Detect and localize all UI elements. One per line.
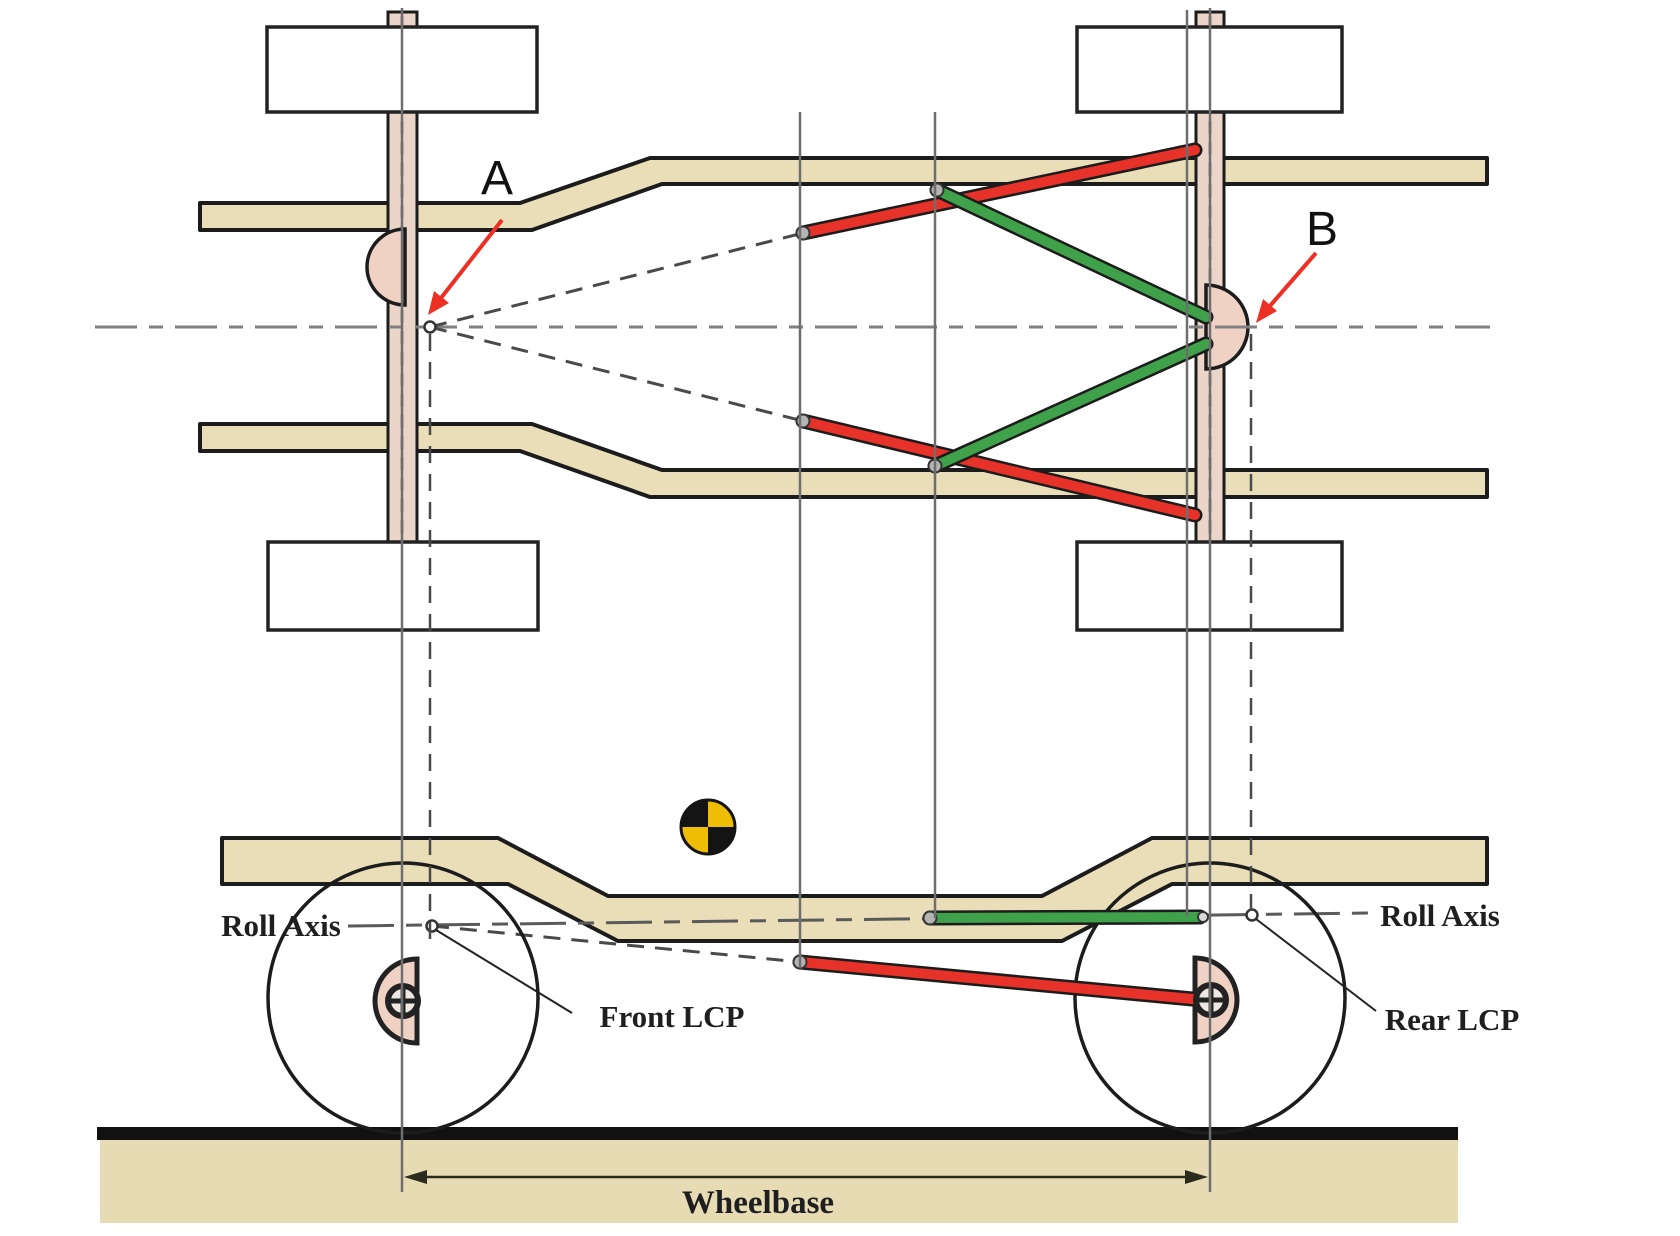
rear-link-end-marker — [1197, 911, 1209, 923]
ground-fill — [100, 1140, 1458, 1223]
red-link-upper — [798, 145, 1200, 238]
side-red-link — [795, 957, 1208, 1005]
ground — [97, 1127, 1458, 1223]
red-link-axis-upper-dashed — [429, 231, 804, 329]
point-a-marker — [423, 320, 437, 334]
front-lcp-leader — [435, 929, 573, 1014]
pivot-side-green — [922, 910, 938, 926]
front-lcp-label: Front LCP — [600, 999, 745, 1034]
roll-axis-label-right: Roll Axis — [1380, 898, 1500, 933]
pivot-red-lower — [795, 413, 811, 429]
wheelbase-label: Wheelbase — [682, 1185, 834, 1221]
roll-axis-label-left: Roll Axis — [221, 908, 341, 943]
wheelbase-arrowhead-right — [1185, 1170, 1208, 1184]
pivot-green-upper — [929, 182, 945, 198]
rear-lcp-marker — [1245, 908, 1259, 922]
side-frame-rail — [220, 836, 1489, 943]
reference-lines — [400, 8, 1253, 1192]
front-lcp-marker — [425, 919, 439, 933]
red-link-axis-side-dashed — [431, 924, 801, 964]
side-view — [220, 798, 1489, 1184]
front-diff-housing — [365, 227, 407, 307]
ground-line — [97, 1127, 1458, 1140]
callout-arrow-a — [428, 218, 504, 315]
point-a-label: A — [481, 152, 513, 205]
red-link-lower — [798, 416, 1200, 520]
point-b-label: B — [1306, 203, 1338, 256]
plan-frame-rail-lower — [198, 422, 1489, 499]
callout-arrow-b — [1256, 251, 1318, 323]
wheelbase-dimension — [404, 1170, 1208, 1184]
rear-lcp-leader — [1255, 918, 1377, 1012]
center-of-gravity-icon — [679, 798, 737, 856]
green-link-lower — [930, 339, 1211, 471]
pivot-red-upper — [795, 225, 811, 241]
green-link-upper — [932, 185, 1211, 322]
plan-frame-rail-upper — [198, 156, 1489, 232]
side-green-link — [925, 912, 1205, 923]
wheelbase-arrowhead-left — [404, 1170, 427, 1184]
red-link-axis-lower-dashed — [429, 325, 804, 423]
rear-lcp-label: Rear LCP — [1385, 1002, 1520, 1037]
